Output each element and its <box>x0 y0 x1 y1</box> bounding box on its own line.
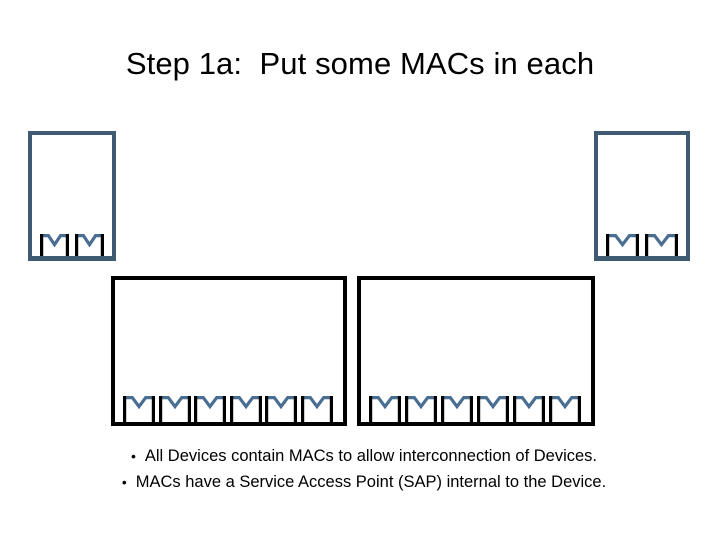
mac-shape <box>477 396 509 422</box>
bullet-text: All Devices contain MACs to allow interc… <box>144 447 598 465</box>
mac-top-edge <box>549 396 581 410</box>
mac-row <box>598 234 686 256</box>
mac-shape <box>265 396 298 422</box>
bullet-item: • All Devices contain MACs to allow inter… <box>30 443 698 469</box>
mac-top-edge <box>645 234 678 248</box>
device-bottom-right <box>357 276 595 426</box>
mac-row <box>361 396 591 422</box>
mac-top-edge <box>265 396 298 410</box>
mac-shape <box>300 396 333 422</box>
mac-top-edge <box>123 396 155 410</box>
mac-top-edge <box>75 234 104 248</box>
mac-top-edge <box>369 396 401 410</box>
device-top-left <box>28 131 116 261</box>
mac-row <box>115 396 343 422</box>
mac-shape <box>75 234 104 256</box>
bullet-marker: • <box>121 474 127 490</box>
page-title: Step 1a: Put some MACs in each <box>125 46 595 81</box>
mac-shape <box>229 396 262 422</box>
mac-row <box>32 234 112 256</box>
device-top-right <box>594 131 690 261</box>
mac-top-edge <box>229 396 262 410</box>
mac-shape <box>549 396 581 422</box>
mac-shape <box>513 396 545 422</box>
mac-shape <box>369 396 401 422</box>
mac-shape <box>606 234 639 256</box>
device-bottom-left <box>111 276 347 426</box>
mac-shape <box>441 396 473 422</box>
mac-shape <box>158 396 191 422</box>
mac-top-edge <box>477 396 509 410</box>
bullet-list: • All Devices contain MACs to allow inter… <box>30 443 698 495</box>
mac-top-edge <box>40 234 69 248</box>
mac-top-edge <box>158 396 191 410</box>
mac-shape <box>405 396 437 422</box>
mac-shape <box>194 396 227 422</box>
mac-shape <box>40 234 69 256</box>
bullet-marker: • <box>130 448 136 464</box>
mac-top-edge <box>405 396 437 410</box>
mac-top-edge <box>300 396 333 410</box>
mac-shape <box>123 396 155 422</box>
mac-top-edge <box>441 396 473 410</box>
mac-shape <box>645 234 678 256</box>
mac-top-edge <box>513 396 545 410</box>
bullet-text: MACs have a Service Access Point (SAP) i… <box>135 473 607 491</box>
bullet-item: • MACs have a Service Access Point (SAP) … <box>30 469 698 495</box>
mac-top-edge <box>606 234 639 248</box>
mac-top-edge <box>194 396 227 410</box>
